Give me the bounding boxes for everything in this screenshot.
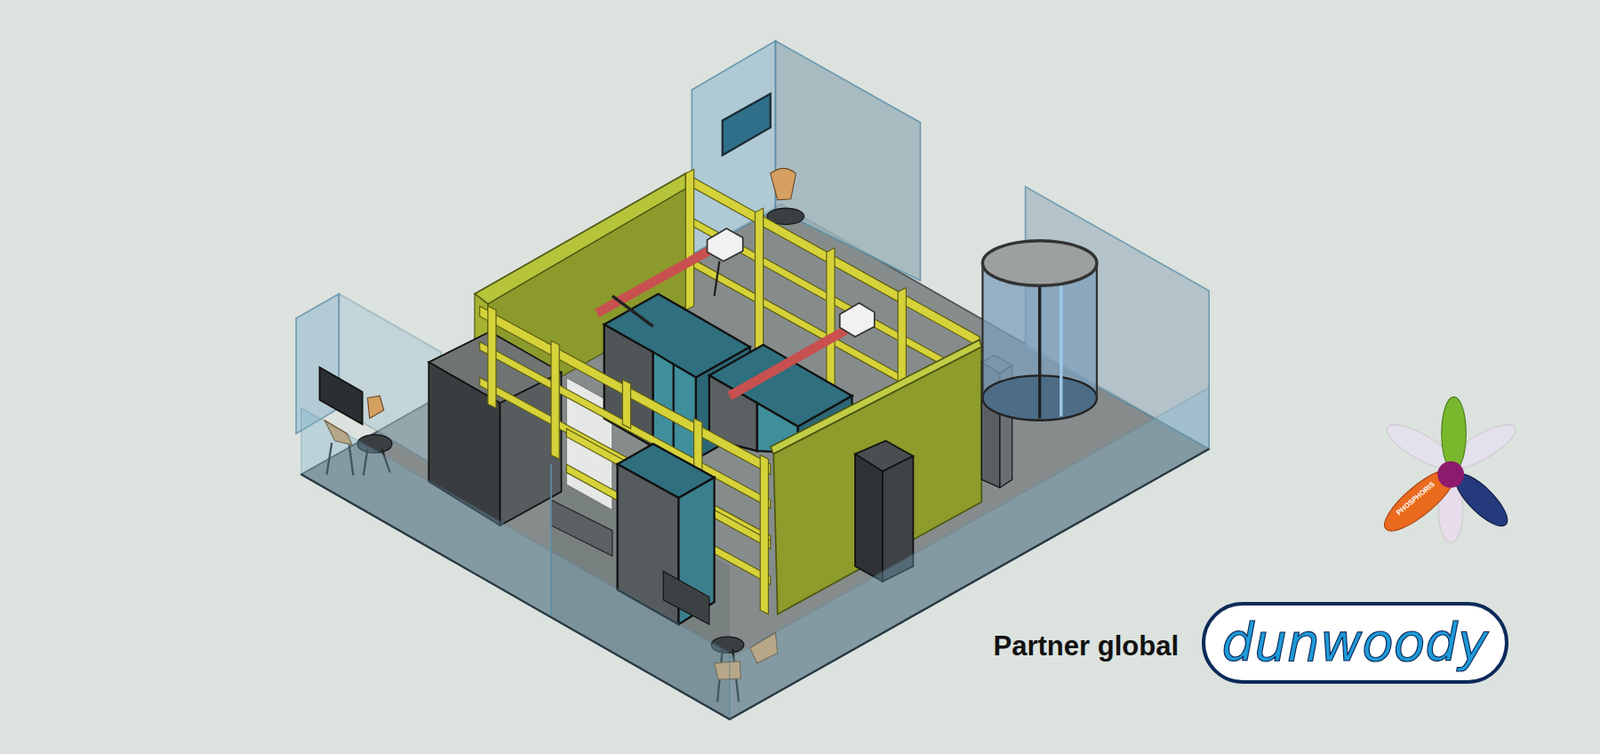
wall-screen xyxy=(722,94,771,156)
floor xyxy=(301,203,1209,719)
chair xyxy=(770,168,797,200)
cable-tray xyxy=(597,244,720,313)
logo-oval: dunwoody xyxy=(1201,601,1509,684)
glass-wall xyxy=(301,408,730,720)
logo-wordmark: dunwoody xyxy=(1222,616,1489,669)
chair xyxy=(367,395,384,418)
glass-wall xyxy=(729,387,1209,720)
partner-caption: Partner global xyxy=(993,629,1179,663)
cable-tray xyxy=(729,326,853,396)
tv xyxy=(320,367,363,424)
sensor-unit xyxy=(840,303,875,337)
partner-logo xyxy=(1376,396,1522,543)
sensor-unit xyxy=(707,228,744,262)
